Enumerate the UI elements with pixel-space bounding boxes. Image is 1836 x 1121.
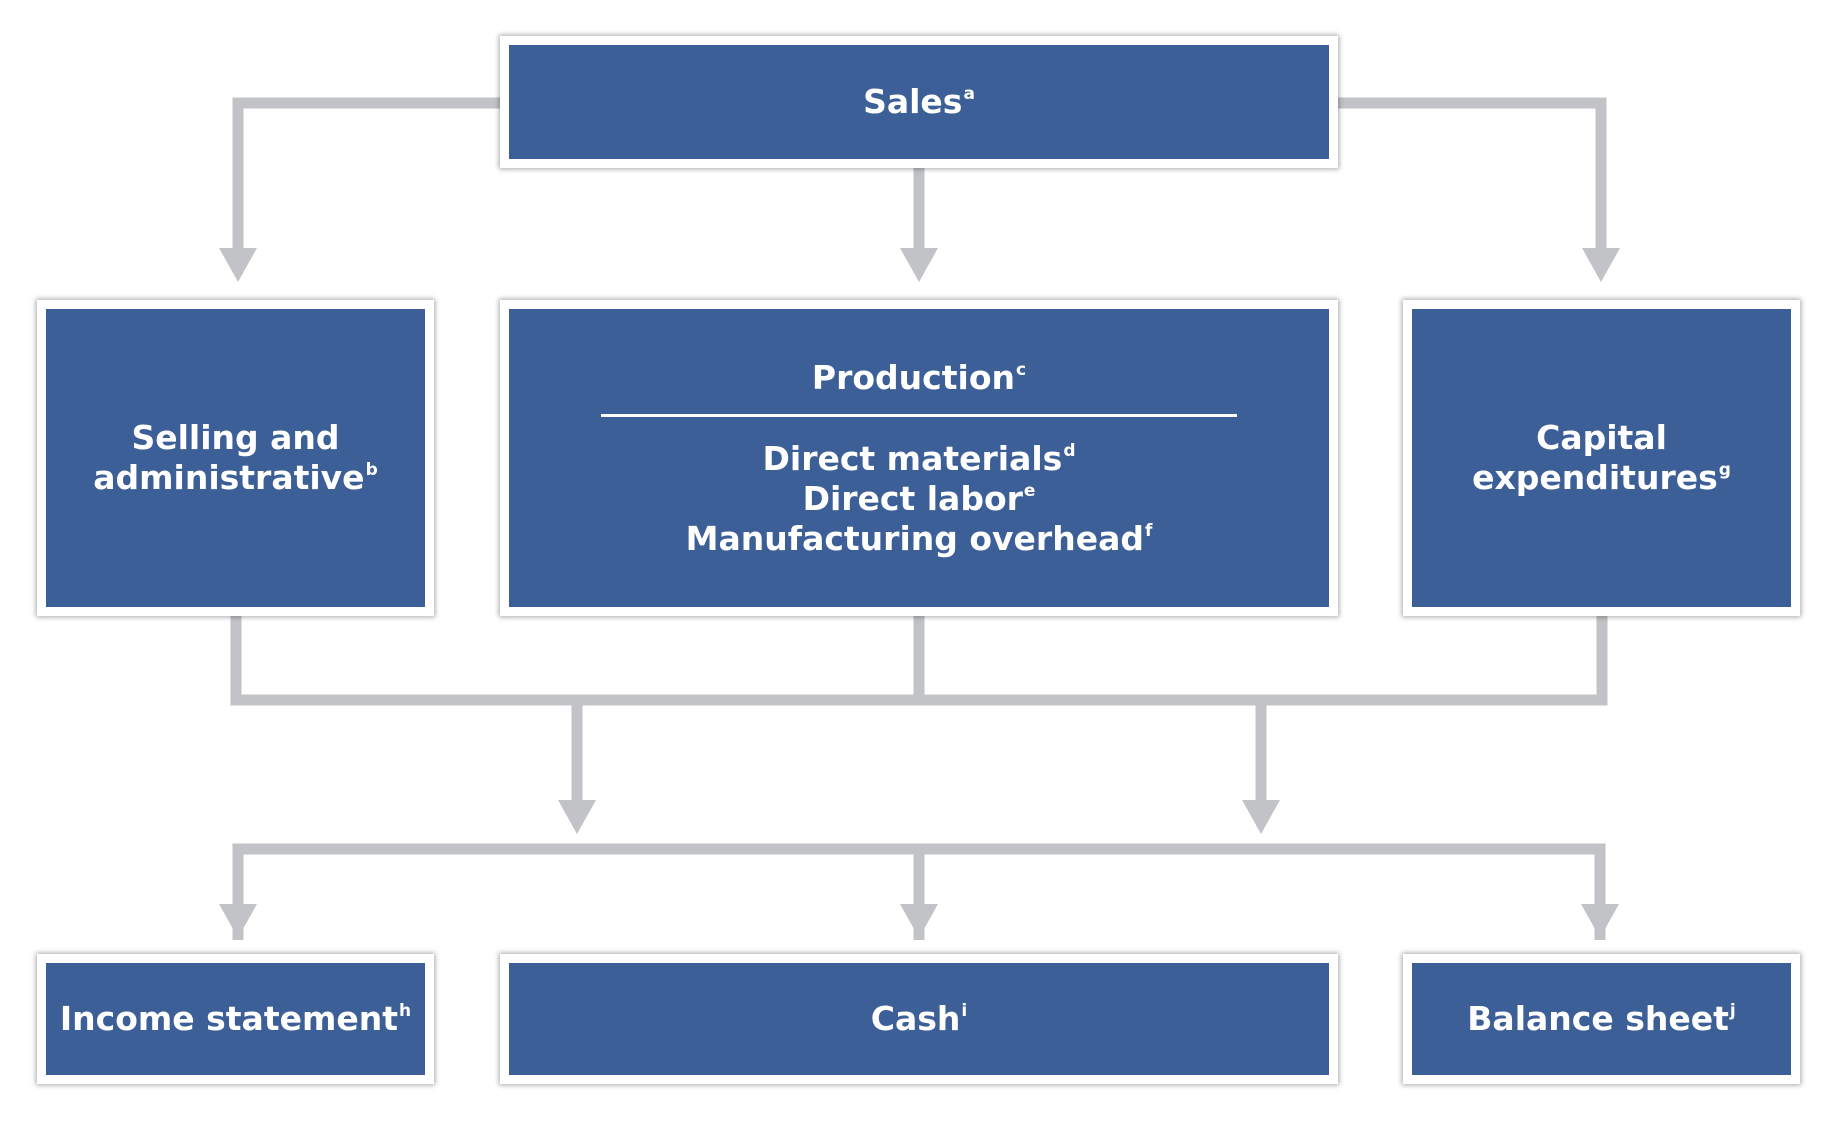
cash-label: Cashi [870,999,968,1038]
arrow-to-income-statement [219,904,257,938]
sales-label: Salesa [863,82,975,121]
income-statement-box: Income statementh [37,954,434,1084]
production-items: Direct materialsd Direct labore Manufact… [686,439,1153,559]
direct-materials-note: d [1063,440,1076,461]
income-statement-label: Income statementh [59,999,412,1038]
cash-note: i [961,1001,968,1021]
balance-sheet-label: Balance sheetj [1467,999,1736,1038]
sales-box: Salesa [500,36,1338,168]
cash-box: Cashi [500,954,1338,1084]
production-divider [601,413,1237,417]
arrow-to-capital [1582,248,1620,282]
capital-expenditures-box: Capital expendituresg [1403,300,1800,616]
arrow-stem-right [1242,800,1280,834]
production-item-manufacturing-overhead: Manufacturing overheadf [685,518,1153,558]
production-label: Productionc [811,357,1027,397]
connector-sales-to-capital [1331,97,1607,248]
arrow-to-cash [900,904,938,938]
arrow-stem-left [558,800,596,834]
selling-admin-label-line1: Selling and [131,418,340,457]
arrow-to-selling [219,248,257,282]
income-statement-note: h [399,1001,412,1021]
production-box: Productionc Direct materialsd Direct lab… [500,300,1338,616]
capital-note: g [1718,460,1731,480]
production-item-direct-materials: Direct materialsd [762,438,1076,478]
arrow-to-production [900,248,938,282]
balance-sheet-box: Balance sheetj [1403,954,1800,1084]
production-note: c [1015,359,1027,380]
selling-admin-label-line2: administrativeb [93,458,378,497]
capital-label-line2: expendituresg [1472,458,1731,497]
production-item-direct-labor: Direct labore [802,478,1036,518]
selling-admin-note: b [365,460,378,480]
balance-sheet-note: j [1729,1001,1736,1021]
capital-label-line1: Capital [1536,418,1667,457]
selling-admin-box: Selling and administrativeb [37,300,434,616]
sales-note: a [963,84,975,104]
manufacturing-overhead-note: f [1144,520,1153,541]
direct-labor-note: e [1023,480,1036,501]
connector-sales-to-selling [232,97,507,248]
arrow-to-balance-sheet [1581,904,1619,938]
